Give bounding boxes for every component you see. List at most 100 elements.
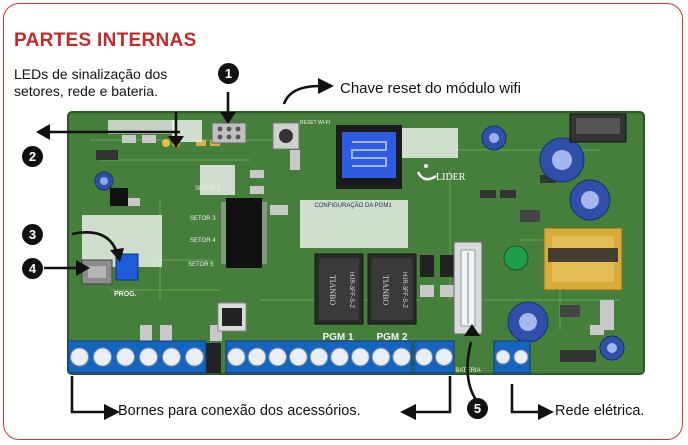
- terminal-screw: [435, 348, 453, 366]
- prog-jumper: PROG.: [114, 253, 139, 298]
- arrowheads: [36, 78, 554, 420]
- terminal-screw: [162, 347, 181, 367]
- leds-label-line1: LEDs de sinalização dos: [14, 66, 168, 82]
- terminal-label: NA: [293, 377, 303, 384]
- terminal-label: ST5: [165, 377, 178, 384]
- terminal-label: ST2: [96, 377, 109, 384]
- terminal-screw: [309, 347, 329, 367]
- terminal-screw: [513, 349, 529, 365]
- callout-4: 4: [22, 258, 43, 279]
- brand-text: LIDER: [436, 172, 466, 183]
- terminal-screw: [289, 347, 308, 367]
- relay-pgm2: TIANBO HJR-3FF-S-Z: [367, 253, 417, 325]
- prog-silkscreen: PROG.: [114, 291, 137, 298]
- terminal-label: ST4: [142, 377, 155, 384]
- lider-logo: LIDER: [416, 164, 466, 183]
- relay-model: HJR-3FF-S-Z: [401, 272, 407, 308]
- terminal-label: C: [378, 377, 383, 384]
- terminal-screw: [116, 347, 135, 367]
- terminal-labels: ST1 ST2 ST3 ST4 ST5 GND SIR LED TEC NA C NF NA C NF AX+…: [73, 377, 452, 384]
- wifi-module: [336, 125, 402, 189]
- bornes-label: Bornes para conexão dos acessórios.: [118, 403, 361, 419]
- black-switch: [205, 343, 221, 373]
- terminal-label: GND: [187, 377, 203, 384]
- setor-label: SETOR 4: [190, 238, 216, 244]
- pgm2-label: PGM 2: [376, 332, 408, 343]
- arrowhead: [400, 404, 416, 420]
- terminal-label: AX+: [417, 377, 431, 384]
- resistor-vertical: [600, 300, 614, 330]
- battery-connector: [569, 113, 627, 143]
- terminal-screw: [371, 347, 391, 367]
- reset-label: Chave reset do módulo wifi: [340, 80, 521, 97]
- callout-5-line: [466, 341, 478, 401]
- terminal-label: NF: [335, 377, 345, 384]
- terminal-label: C: [316, 377, 321, 384]
- small-components: [96, 135, 604, 341]
- relay-brand: TIANBO: [381, 275, 390, 305]
- pgm1-label: PGM 1: [322, 332, 354, 343]
- reset-silkscreen: RESET WI-FI: [300, 120, 330, 126]
- terminal-label: TEC: [271, 377, 285, 384]
- terminal-screw: [93, 347, 112, 367]
- arrowhead: [220, 112, 236, 124]
- terminal-label: GND: [436, 377, 452, 384]
- arrowhead: [464, 324, 480, 336]
- page-title: PARTES INTERNAS: [14, 30, 197, 51]
- arrowhead: [76, 260, 90, 276]
- arrowhead: [36, 124, 50, 140]
- main-chip: [221, 198, 267, 268]
- callout-5: 5: [467, 398, 488, 419]
- bornes-line-right: [414, 376, 452, 414]
- terminal-screw: [392, 347, 411, 367]
- terminal-block-left: [67, 340, 207, 374]
- reset-line: [282, 84, 321, 105]
- green-led: [503, 245, 529, 271]
- rede-silkscreen: REDE: [502, 377, 522, 384]
- crystal: [118, 198, 140, 206]
- callout-3: 3: [22, 224, 43, 245]
- setor-label: SETOR 2: [195, 186, 221, 192]
- terminal-screw: [139, 347, 158, 367]
- chip-small: [110, 188, 128, 206]
- diode: [560, 350, 596, 362]
- terminal-screw: [70, 347, 89, 367]
- terminal-label: NF: [397, 377, 407, 384]
- terminal-label: ST1: [73, 377, 86, 384]
- arrowhead: [104, 404, 120, 420]
- terminal-screw: [415, 348, 433, 366]
- terminal-screw: [495, 349, 511, 365]
- leds-label: LEDs de sinalização dos setores, rede e …: [14, 66, 167, 100]
- setor-label: SETOR 5: [188, 262, 214, 268]
- capacitors-right: [481, 125, 625, 361]
- tamper-switch: [81, 259, 113, 285]
- leds-label-line2: setores, rede e bateria.: [14, 83, 158, 99]
- wifi-reset-button: RESET WI-FI: [272, 120, 330, 150]
- callout-1: 1: [218, 63, 239, 84]
- rede-line: [510, 384, 540, 414]
- arrowhead: [168, 136, 184, 148]
- setor-label: SETOR 3: [190, 216, 216, 222]
- terminal-label: LED: [250, 377, 264, 384]
- arrowhead: [110, 248, 124, 262]
- terminal-screw: [330, 347, 349, 367]
- terminal-screw: [185, 347, 204, 367]
- jumper-header-wifi: [211, 122, 247, 144]
- transformer: [543, 227, 623, 291]
- terminal-screw: [351, 347, 370, 367]
- terminal-screw: [247, 347, 267, 367]
- capacitor-small-left: [94, 171, 114, 191]
- rede-label: Rede elétrica.: [555, 403, 645, 419]
- terminal-screw: [268, 347, 287, 367]
- config-title: CONFIGURAÇÃO DA PGM1: [314, 202, 392, 209]
- terminal-label: NA: [355, 377, 365, 384]
- arrowhead: [318, 78, 334, 94]
- relay-brand: TIANBO: [328, 275, 337, 305]
- terminal-label: SIR: [230, 377, 242, 384]
- arrowhead: [538, 404, 554, 420]
- setor-labels: SETOR 2 SETOR 3 SETOR 4 SETOR 5: [188, 186, 221, 268]
- frame-border: [3, 3, 683, 440]
- terminal-blocks: [67, 340, 531, 374]
- terminal-label: ST3: [119, 377, 132, 384]
